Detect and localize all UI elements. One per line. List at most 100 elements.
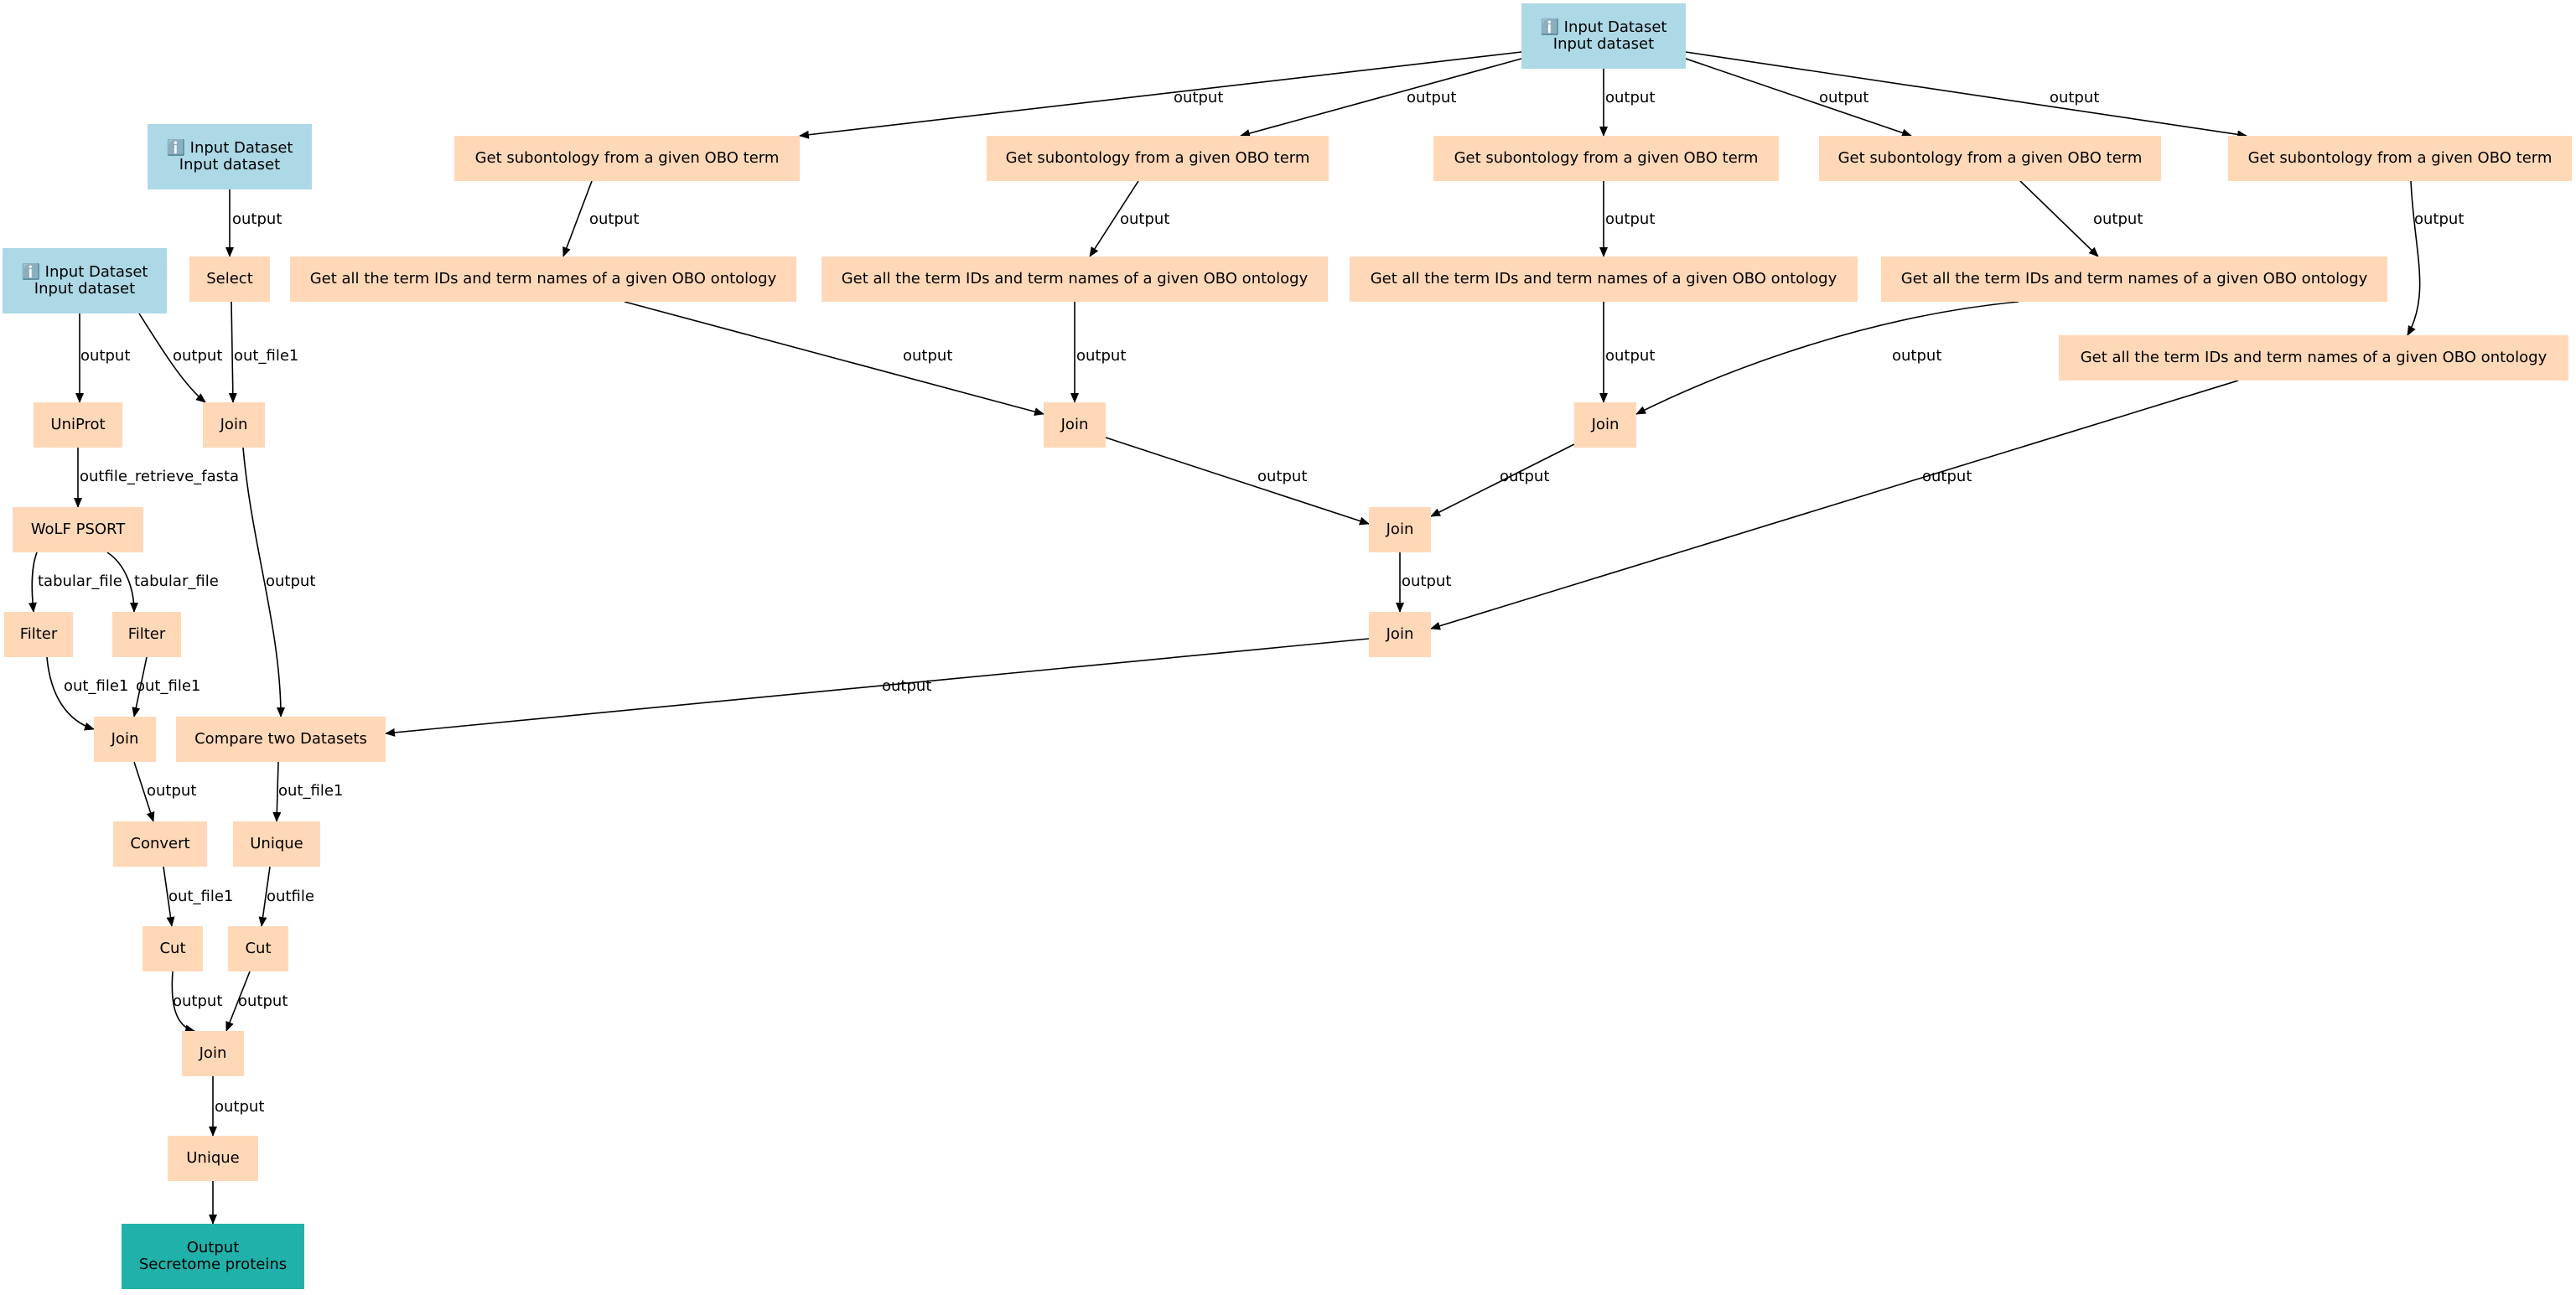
- node-filter1[interactable]: Filter: [4, 612, 73, 657]
- tool-node-box[interactable]: [454, 136, 800, 181]
- tool-node-box[interactable]: [168, 1136, 258, 1181]
- node-sub3[interactable]: Get subontology from a given OBO term: [1433, 136, 1779, 181]
- tool-node-box[interactable]: [1574, 402, 1636, 448]
- edge-in_top-to-sub4: output: [1685, 58, 1912, 137]
- edge-ids1-to-join12: output: [624, 301, 1044, 416]
- node-joinMid[interactable]: Join: [1369, 507, 1431, 552]
- edge-filter2-to-joinF: out_file1: [132, 656, 200, 717]
- tool-node-box[interactable]: [182, 1031, 244, 1076]
- edge-label: output: [238, 992, 288, 1010]
- edge-uniprot-to-wolf: outfile_retrieve_fasta: [74, 448, 239, 508]
- input-node-box[interactable]: [148, 124, 312, 189]
- edge-label: output: [1500, 468, 1549, 485]
- tool-node-box[interactable]: [94, 717, 156, 762]
- input-node-box[interactable]: [3, 248, 167, 313]
- node-ids3[interactable]: Get all the term IDs and term names of a…: [1350, 256, 1858, 302]
- input-node-box[interactable]: [1521, 3, 1686, 69]
- tool-node-box[interactable]: [176, 717, 386, 762]
- edge-label: output: [173, 347, 222, 365]
- node-sub5[interactable]: Get subontology from a given OBO term: [2228, 136, 2572, 181]
- edge-wolf-to-filter2: tabular_file: [106, 552, 219, 613]
- node-select[interactable]: Select: [189, 256, 270, 302]
- tool-node-box[interactable]: [233, 821, 320, 867]
- node-joinFinal[interactable]: Join: [182, 1031, 244, 1076]
- output-node-box[interactable]: [122, 1224, 304, 1289]
- edge-arrow: [242, 447, 285, 717]
- tool-node-box[interactable]: [1369, 612, 1431, 657]
- node-cut1[interactable]: Cut: [143, 926, 203, 971]
- tool-node-box[interactable]: [1881, 256, 2387, 302]
- edge-joinF-to-convert: output: [133, 761, 196, 822]
- tool-node-box[interactable]: [34, 402, 122, 448]
- tool-node-box[interactable]: [143, 926, 203, 971]
- tool-node-box[interactable]: [113, 821, 207, 867]
- edge-arrow: [28, 552, 38, 613]
- edge-arrow: [272, 761, 282, 822]
- node-wolf[interactable]: WoLF PSORT: [13, 507, 143, 552]
- edge-sub2-to-ids2: output: [1089, 180, 1169, 257]
- node-sub4[interactable]: Get subontology from a given OBO term: [1819, 136, 2161, 181]
- edge-joinFinal-to-unique2: output: [209, 1076, 264, 1137]
- edge-ids5-to-joinBig: output: [1430, 380, 2239, 630]
- node-convert[interactable]: Convert: [113, 821, 207, 867]
- tool-node-box[interactable]: [2059, 335, 2568, 381]
- node-uniprot[interactable]: UniProt: [34, 402, 122, 448]
- node-ids4[interactable]: Get all the term IDs and term names of a…: [1881, 256, 2387, 302]
- edge-compare-to-unique1: out_file1: [272, 761, 343, 822]
- tool-node-box[interactable]: [189, 256, 270, 302]
- node-title: Join: [1386, 521, 1414, 538]
- node-ids5[interactable]: Get all the term IDs and term names of a…: [2059, 335, 2568, 381]
- node-cut2[interactable]: Cut: [228, 926, 288, 971]
- edge-arrow: [163, 866, 175, 927]
- node-compare[interactable]: Compare two Datasets: [176, 717, 386, 762]
- tool-node-box[interactable]: [1369, 507, 1431, 552]
- tool-node-box[interactable]: [13, 507, 143, 552]
- tool-node-box[interactable]: [822, 256, 1328, 302]
- node-unique2[interactable]: Unique: [168, 1136, 258, 1181]
- tool-node-box[interactable]: [290, 256, 796, 302]
- edge-arrow: [1430, 443, 1575, 517]
- tool-node-box[interactable]: [4, 612, 73, 657]
- tool-node-box[interactable]: [228, 926, 288, 971]
- edge-select-to-joinA: out_file1: [228, 301, 298, 403]
- edge-sub3-to-ids3: output: [1599, 181, 1655, 257]
- node-title: Get all the term IDs and term names of a…: [2081, 349, 2547, 366]
- tool-node-box[interactable]: [1433, 136, 1779, 181]
- node-joinA[interactable]: Join: [203, 402, 265, 448]
- edge-in_mid-to-select: output: [225, 189, 282, 257]
- tool-node-box[interactable]: [987, 136, 1329, 181]
- edge-cut1-to-joinFinal: output: [171, 971, 222, 1033]
- edge-label: tabular_file: [38, 572, 122, 590]
- node-ids1[interactable]: Get all the term IDs and term names of a…: [290, 256, 796, 302]
- tool-node-box[interactable]: [112, 612, 181, 657]
- tool-node-box[interactable]: [2228, 136, 2572, 181]
- tool-node-box[interactable]: [1044, 402, 1106, 448]
- edge-label: out_file1: [234, 347, 298, 365]
- edge-label: output: [266, 572, 315, 590]
- tool-node-box[interactable]: [203, 402, 265, 448]
- node-ids2[interactable]: Get all the term IDs and term names of a…: [822, 256, 1328, 302]
- edge-arrow: [1105, 437, 1370, 526]
- node-title: Cut: [245, 940, 271, 957]
- node-joinF[interactable]: Join: [94, 717, 156, 762]
- tool-node-box[interactable]: [1819, 136, 2161, 181]
- edge-joinA-to-compare: output: [242, 447, 315, 717]
- edge-arrow: [1430, 380, 2239, 630]
- node-join12[interactable]: Join: [1044, 402, 1106, 448]
- edge-ids4-to-join34: output: [1635, 301, 2019, 415]
- node-join34[interactable]: Join: [1574, 402, 1636, 448]
- edge-in_left-to-joinA: output: [138, 313, 222, 403]
- node-unique1[interactable]: Unique: [233, 821, 320, 867]
- node-sub2[interactable]: Get subontology from a given OBO term: [987, 136, 1329, 181]
- node-joinBig[interactable]: Join: [1369, 612, 1431, 657]
- node-filter2[interactable]: Filter: [112, 612, 181, 657]
- tool-node-box[interactable]: [1350, 256, 1858, 302]
- node-sub1[interactable]: Get subontology from a given OBO term: [454, 136, 800, 181]
- edge-in_top-to-sub1: output: [799, 51, 1522, 139]
- edge-in_top-to-sub3: output: [1599, 69, 1655, 137]
